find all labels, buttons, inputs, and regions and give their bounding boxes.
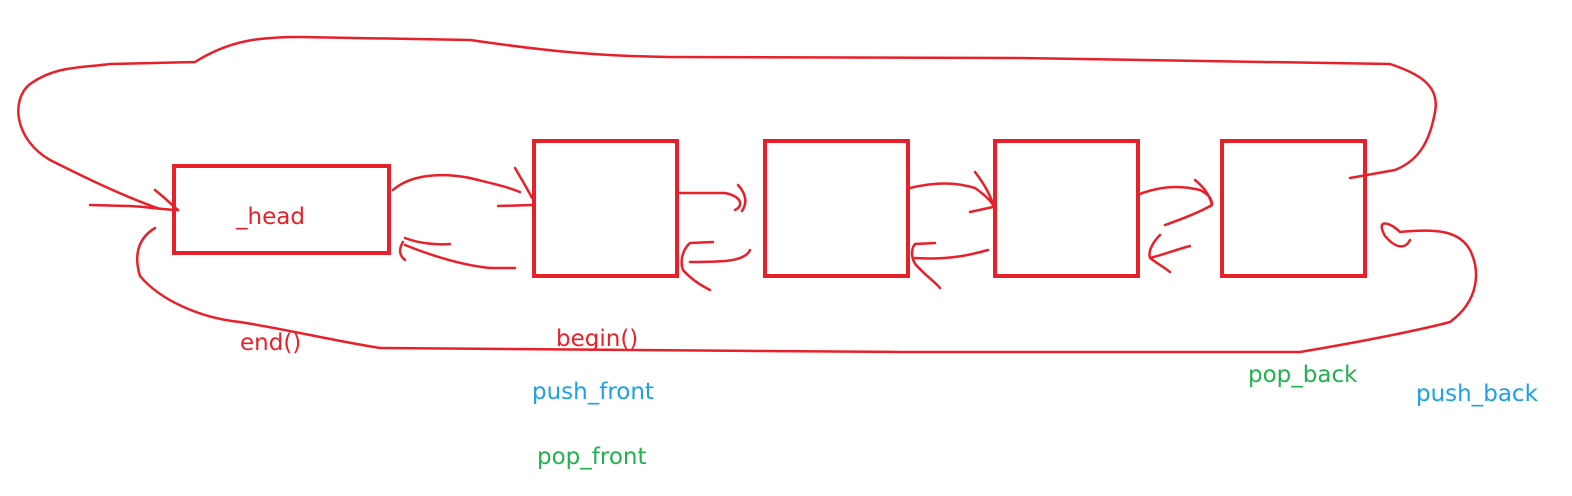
node-box-2 <box>763 139 910 278</box>
link-node2-node3-forward <box>908 170 995 214</box>
link-node2-node1-back <box>680 240 752 292</box>
node-box-4 <box>1220 139 1367 278</box>
node-boxes <box>172 139 1367 278</box>
push-back-label: push_back <box>1416 381 1538 407</box>
ink-strokes <box>17 35 1478 354</box>
head-node-label: _head <box>236 204 305 230</box>
link-node3-node2-back <box>910 241 990 290</box>
begin-label: begin() <box>556 326 639 352</box>
head-node-box <box>172 164 391 255</box>
node-box-3 <box>993 139 1140 278</box>
link-node3-node4-forward <box>1138 178 1214 227</box>
node-box-1 <box>532 139 679 278</box>
link-node1-head-back <box>398 236 517 270</box>
outer-loop-top <box>17 35 1438 211</box>
pop-front-label: pop_front <box>537 444 647 470</box>
outer-loop-bottom <box>136 222 1478 354</box>
pop-back-label: pop_back <box>1248 362 1358 388</box>
link-node4-node3-back <box>1148 233 1192 274</box>
link-head-node1-forward <box>391 166 534 208</box>
push-front-label: push_front <box>532 379 654 405</box>
end-label: end() <box>240 330 302 356</box>
link-node1-node2-forward <box>678 183 747 213</box>
